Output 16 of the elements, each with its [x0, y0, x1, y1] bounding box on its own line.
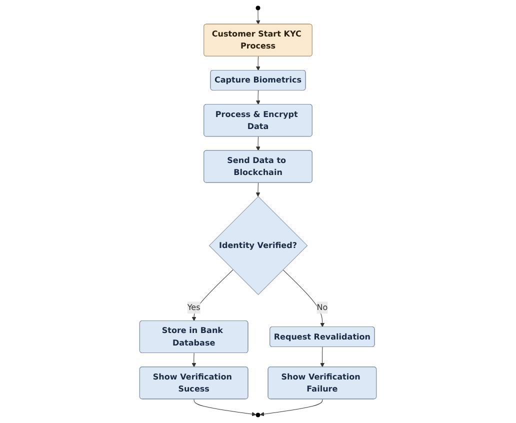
node-circle	[256, 412, 260, 418]
node-diamond: Identity Verified?	[208, 196, 308, 295]
arrow	[256, 90, 260, 105]
edge-label: No	[316, 302, 328, 312]
arrow	[282, 269, 325, 328]
arrow	[256, 136, 260, 151]
arrow	[320, 346, 324, 368]
arrow	[260, 398, 323, 416]
node-circle	[256, 6, 260, 10]
edge-label: Yes	[187, 302, 200, 312]
arrow	[256, 10, 260, 25]
arrow	[194, 398, 256, 416]
arrow	[256, 182, 260, 197]
arrow	[192, 352, 196, 368]
arrow	[192, 269, 234, 322]
arrow	[256, 56, 260, 71]
